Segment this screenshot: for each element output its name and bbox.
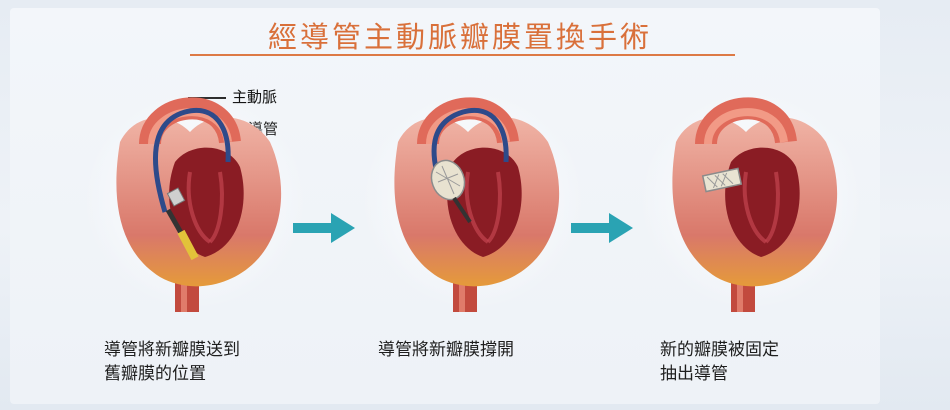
- figure-title: 經導管主動脈瓣膜置換手術: [190, 14, 730, 56]
- step-3-illustration: [636, 82, 866, 312]
- step-2-illustration: [358, 82, 588, 312]
- step-2-caption: 導管將新瓣膜撐開: [378, 338, 514, 362]
- title-underline: [190, 54, 735, 56]
- step-arrow-1-icon: [293, 213, 355, 243]
- step-1-caption: 導管將新瓣膜送到 舊瓣膜的位置: [104, 338, 240, 386]
- step-1-illustration: [80, 82, 310, 312]
- step-3-caption: 新的瓣膜被固定 抽出導管: [660, 338, 779, 386]
- step-arrow-2-icon: [571, 213, 633, 243]
